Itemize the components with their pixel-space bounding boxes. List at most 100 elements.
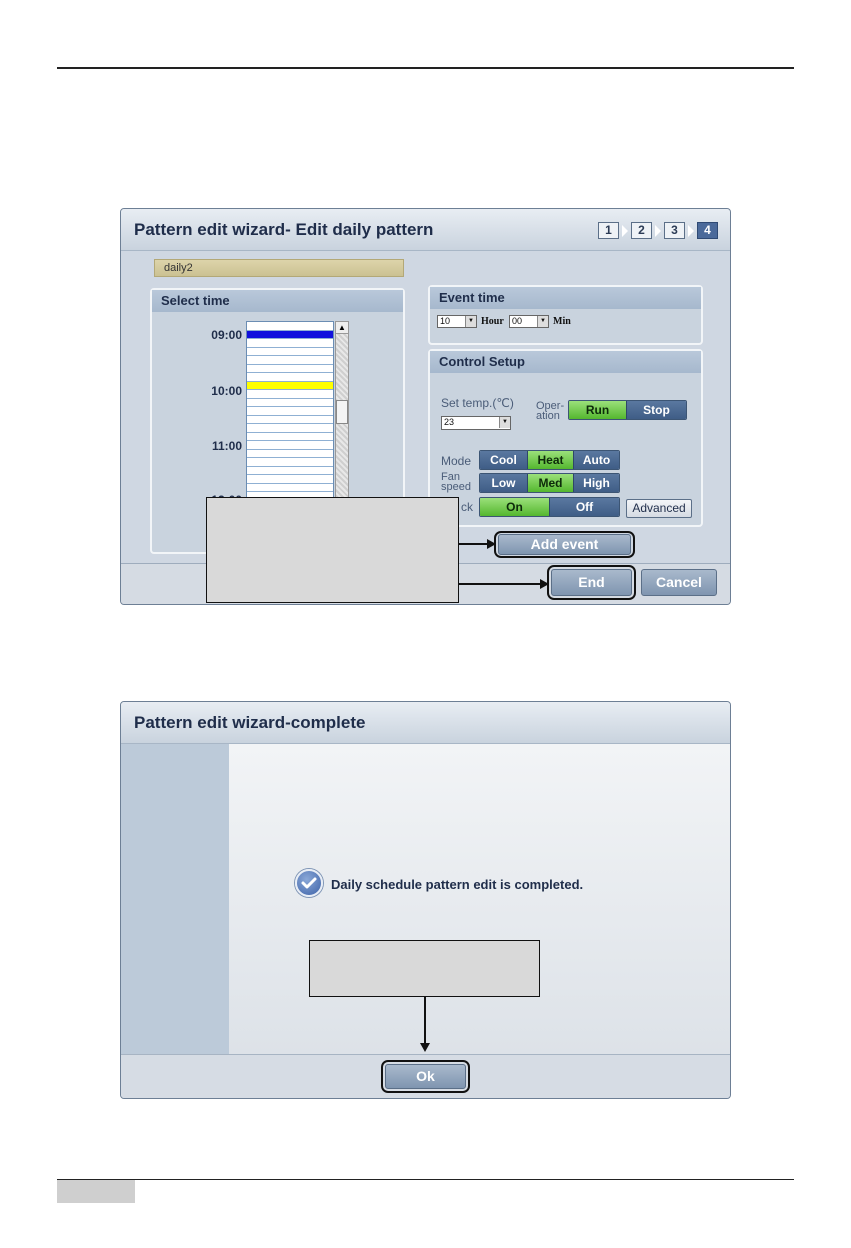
set-temp-label: Set temp.(℃) bbox=[441, 396, 514, 410]
callout-box bbox=[206, 497, 459, 603]
minute-select[interactable]: 00 ▼ bbox=[509, 315, 549, 328]
mode-toggle: Cool Heat Auto bbox=[479, 450, 620, 470]
minute-value: 00 bbox=[512, 316, 523, 326]
time-label: 10:00 bbox=[211, 384, 242, 398]
time-slot-row[interactable] bbox=[247, 373, 333, 382]
page-bottom-rule bbox=[57, 1179, 794, 1180]
time-slot-row[interactable] bbox=[247, 424, 333, 433]
arrow-down-icon bbox=[420, 1043, 430, 1052]
event-time-panel: Event time 10 ▼ Hour 00 ▼ Min bbox=[428, 285, 703, 345]
cancel-button[interactable]: Cancel bbox=[641, 569, 717, 596]
fan-high-button[interactable]: High bbox=[574, 474, 619, 492]
dropdown-arrow-icon[interactable]: ▼ bbox=[499, 417, 510, 428]
time-slot-row[interactable] bbox=[247, 330, 333, 339]
time-label: 11:00 bbox=[211, 439, 242, 453]
time-slot-row[interactable] bbox=[247, 475, 333, 484]
lock-label: ck bbox=[461, 500, 473, 514]
step-1: 1 bbox=[598, 222, 619, 239]
mode-cool-button[interactable]: Cool bbox=[480, 451, 528, 469]
ok-button[interactable]: Ok bbox=[385, 1064, 466, 1089]
add-event-button[interactable]: Add event bbox=[498, 534, 631, 555]
mode-label: Mode bbox=[441, 454, 472, 468]
completion-message: Daily schedule pattern edit is completed… bbox=[331, 877, 584, 892]
time-label: 09:00 bbox=[211, 328, 242, 342]
dialog-sidebar bbox=[121, 744, 229, 1054]
advanced-button[interactable]: Advanced bbox=[626, 499, 692, 518]
step-3: 3 bbox=[664, 222, 685, 239]
dialog-title-bar: Pattern edit wizard- Edit daily pattern … bbox=[121, 209, 730, 251]
time-slot-row[interactable] bbox=[247, 458, 333, 467]
fan-low-button[interactable]: Low bbox=[480, 474, 528, 492]
arrow-right-icon bbox=[487, 539, 496, 549]
step-2: 2 bbox=[631, 222, 652, 239]
operation-toggle: Run Stop bbox=[568, 400, 687, 420]
check-circle-icon bbox=[295, 869, 323, 897]
hour-value: 10 bbox=[440, 316, 451, 326]
step-arrow-icon bbox=[622, 224, 628, 237]
time-slot-row[interactable] bbox=[247, 348, 333, 356]
dialog-title: Pattern edit wizard- Edit daily pattern bbox=[134, 220, 434, 239]
time-slot-row[interactable] bbox=[247, 416, 333, 424]
dropdown-arrow-icon[interactable]: ▼ bbox=[465, 316, 476, 327]
callout-arrow-line bbox=[459, 583, 542, 585]
fan-label-line2: speed bbox=[441, 481, 471, 493]
lock-off-button[interactable]: Off bbox=[550, 498, 619, 516]
wizard-steps: 1 2 3 4 bbox=[598, 222, 718, 239]
dialog-content bbox=[229, 744, 730, 1054]
step-4-active: 4 bbox=[697, 222, 718, 239]
event-time-heading: Event time bbox=[430, 287, 701, 309]
time-slot-row[interactable] bbox=[247, 390, 333, 399]
control-setup-heading: Control Setup bbox=[430, 351, 701, 373]
arrow-right-icon bbox=[540, 579, 549, 589]
end-button[interactable]: End bbox=[551, 569, 632, 596]
page-number-tab bbox=[57, 1180, 135, 1203]
time-slot-row[interactable] bbox=[247, 441, 333, 450]
mode-heat-button[interactable]: Heat bbox=[528, 451, 574, 469]
fan-med-button[interactable]: Med bbox=[528, 474, 574, 492]
fan-label-line1: Fan bbox=[441, 471, 460, 483]
hour-select[interactable]: 10 ▼ bbox=[437, 315, 477, 328]
time-slot-row[interactable] bbox=[247, 381, 333, 390]
time-slot-row[interactable] bbox=[247, 484, 333, 492]
fan-speed-label: Fan speed bbox=[441, 471, 471, 493]
control-setup-panel: Control Setup bbox=[428, 349, 703, 527]
ok-focus-ring bbox=[381, 1060, 470, 1093]
time-slot-list[interactable] bbox=[246, 321, 334, 501]
page-top-rule bbox=[57, 67, 794, 69]
time-slot-row[interactable] bbox=[247, 365, 333, 373]
callout-arrow-line bbox=[459, 543, 489, 545]
hour-label: Hour bbox=[481, 316, 504, 327]
time-slot-row[interactable] bbox=[247, 407, 333, 416]
operation-run-button[interactable]: Run bbox=[569, 401, 627, 419]
time-slot-row[interactable] bbox=[247, 433, 333, 441]
dialog-title: Pattern edit wizard-complete bbox=[134, 713, 366, 732]
time-slot-row[interactable] bbox=[247, 322, 333, 331]
operation-label-line2: ation bbox=[536, 410, 560, 422]
scroll-thumb[interactable] bbox=[336, 400, 348, 424]
minute-label: Min bbox=[553, 316, 571, 327]
time-slot-row[interactable] bbox=[247, 356, 333, 365]
dropdown-arrow-icon[interactable]: ▼ bbox=[537, 316, 548, 327]
operation-label: Oper- ation bbox=[536, 400, 565, 422]
set-temp-select[interactable]: 23 ▼ bbox=[441, 416, 511, 430]
dialog-title-bar: Pattern edit wizard-complete bbox=[121, 702, 730, 744]
fan-speed-toggle: Low Med High bbox=[479, 473, 620, 493]
lock-on-button[interactable]: On bbox=[480, 498, 550, 516]
time-slot-row[interactable] bbox=[247, 399, 333, 407]
select-time-heading: Select time bbox=[152, 290, 403, 312]
set-temp-value: 23 bbox=[444, 417, 455, 427]
operation-label-line1: Oper- bbox=[536, 400, 565, 412]
mode-auto-button[interactable]: Auto bbox=[574, 451, 619, 469]
lock-toggle: On Off bbox=[479, 497, 620, 517]
time-list-scrollbar[interactable]: ▲ bbox=[335, 321, 349, 501]
time-slot-row[interactable] bbox=[247, 339, 333, 348]
pattern-name-field[interactable]: daily2 bbox=[154, 259, 404, 277]
operation-stop-button[interactable]: Stop bbox=[627, 401, 686, 419]
time-slot-row[interactable] bbox=[247, 467, 333, 475]
callout-arrow-line bbox=[424, 997, 426, 1044]
time-slot-row[interactable] bbox=[247, 450, 333, 458]
step-arrow-icon bbox=[688, 224, 694, 237]
callout-box bbox=[309, 940, 540, 997]
scroll-up-arrow-icon[interactable]: ▲ bbox=[336, 322, 348, 334]
step-arrow-icon bbox=[655, 224, 661, 237]
